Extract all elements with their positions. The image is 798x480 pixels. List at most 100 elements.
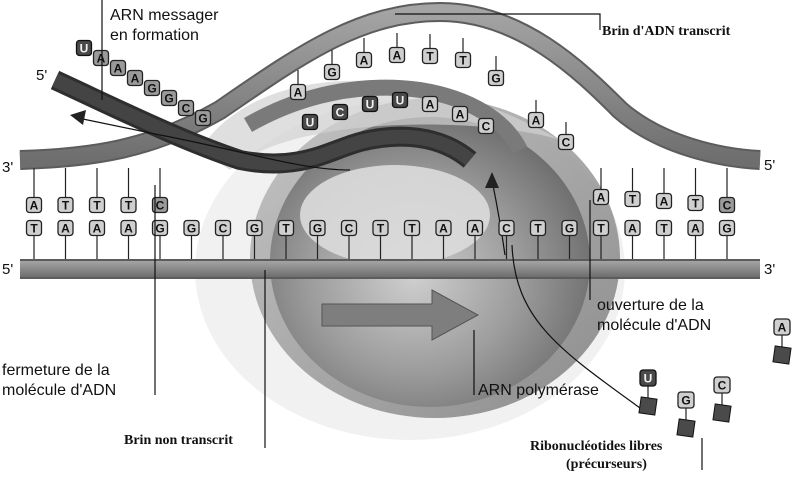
upper-left-base: A <box>25 196 43 214</box>
lower-strand-base-letter: G <box>565 222 574 236</box>
lower-strand-base: A <box>120 219 137 237</box>
lower-strand-base-letter: A <box>439 222 448 236</box>
template-exit-base: A <box>527 111 545 129</box>
upper-left-base-letter: T <box>62 199 70 213</box>
template-exit-base: C <box>557 133 575 151</box>
lower-strand-base: T <box>403 219 421 237</box>
lower-strand-base-letter: T <box>408 222 416 236</box>
lower-strand-base: G <box>183 219 200 237</box>
mrna-leading-base: C <box>177 99 195 117</box>
lower-strand-base-letter: A <box>61 222 70 236</box>
template-top-base-letter: A <box>393 49 402 63</box>
lower-strand-base-letter: G <box>250 222 259 236</box>
mrna-leading-base: U <box>75 39 93 57</box>
upper-right-base-letter: T <box>692 197 700 211</box>
free-nucleotide-phosphate <box>772 345 792 365</box>
bottom-left-5-prime: 5' <box>2 261 13 278</box>
lower-strand-base: A <box>466 219 484 237</box>
template-top-base: A <box>388 46 406 64</box>
lower-strand-base-letter: G <box>155 222 164 236</box>
template-exit-base-letter: A <box>532 114 541 128</box>
mrna-5-prime: 5' <box>36 67 47 84</box>
lower-strand-base: T <box>592 219 610 237</box>
mrna-leading-base-letter: G <box>198 112 207 126</box>
upper-left-base: T <box>120 196 137 214</box>
non-template-label: Brin non transcrit <box>124 433 233 448</box>
lower-strand-base: A <box>57 219 74 237</box>
template-top-base: G <box>487 69 505 87</box>
lower-strand-base: G <box>561 219 578 237</box>
mrna-new-base-letter: U <box>396 94 405 108</box>
free-nucleotide: A <box>773 318 791 336</box>
non-template-strand <box>20 259 760 279</box>
lower-strand-base-letter: G <box>313 222 322 236</box>
mrna-label-line2: en formation <box>110 27 199 44</box>
template-lower-base: C <box>477 117 495 135</box>
mrna-leading-base: A <box>109 59 127 77</box>
template-top-base: T <box>421 47 439 65</box>
lower-strand-base-letter: C <box>219 222 228 236</box>
template-inner-loop <box>244 79 528 154</box>
mrna-leading-base-letter: U <box>80 42 89 56</box>
template-top-base-letter: G <box>491 72 500 86</box>
lower-strand-base-letter: T <box>282 222 290 236</box>
template-top-base: A <box>355 51 373 69</box>
template-top-base-letter: A <box>294 86 303 100</box>
lower-strand-base-letter: T <box>660 222 668 236</box>
lower-strand-base: A <box>624 219 641 237</box>
free-nucleotides-label-line1: Ribonucléotides libres <box>530 439 663 454</box>
upper-left-base-letter: T <box>93 199 101 213</box>
mrna-leading-base-letter: G <box>164 92 173 106</box>
mrna-leading-base-letter: A <box>97 52 106 66</box>
strand-arrows <box>70 110 506 256</box>
upper-right-base: T <box>687 194 704 212</box>
lower-strand-base-letter: T <box>377 222 385 236</box>
template-top-base: T <box>454 51 472 69</box>
lower-strand-base: C <box>214 219 232 237</box>
free-nucleotide-phosphate <box>712 403 732 423</box>
lower-strand-base-letter: G <box>187 222 196 236</box>
free-nucleotide-letter: U <box>644 372 653 386</box>
lower-strand-base: G <box>718 219 736 237</box>
mrna-label-line1: ARN messager <box>110 7 219 24</box>
mrna-leading-base: A <box>92 49 110 67</box>
free-nucleotide: U <box>639 369 657 387</box>
mrna-leading-base-letter: G <box>147 82 156 96</box>
closing-label-line2: molécule d'ADN <box>2 382 116 399</box>
template-leader <box>395 13 601 30</box>
mrna-leading-base-letter: A <box>131 72 140 86</box>
template-strand <box>19 1 761 170</box>
template-lower-base: A <box>421 95 439 113</box>
template-strand-label: Brin d'ADN transcrit <box>602 24 731 39</box>
upper-left-base: C <box>151 196 169 214</box>
direction-arrow <box>321 289 480 341</box>
mrna-leading-base: G <box>143 79 161 97</box>
label-leaders <box>101 0 703 470</box>
upper-left-base-letter: A <box>30 199 39 213</box>
polymerase-label: ARN polymérase <box>478 382 599 399</box>
upper-right-base: A <box>655 192 673 210</box>
mrna-new-base-letter: C <box>336 106 345 120</box>
mrna-leading-base: G <box>194 109 212 127</box>
lower-strand-base-letter: C <box>345 222 354 236</box>
template-lower-base-letter: A <box>426 98 435 112</box>
top-left-3-prime: 3' <box>2 159 13 176</box>
mrna-leading-base: A <box>126 69 144 87</box>
template-lower-base-letter: A <box>456 108 465 122</box>
lower-strand-base: T <box>25 219 43 237</box>
upper-right-base: T <box>624 190 641 208</box>
free-nucleotide-letter: A <box>778 321 787 335</box>
lower-strand-base-letter: T <box>534 222 542 236</box>
mrna-new-base: U <box>301 113 319 131</box>
free-nucleotide-path <box>511 244 641 409</box>
lower-strand-base: T <box>655 219 673 237</box>
lower-strand-base: A <box>687 219 704 237</box>
mrna-leading-base-letter: A <box>114 62 123 76</box>
lower-strand-base: G <box>151 219 169 237</box>
lower-strand-base: C <box>340 219 358 237</box>
template-lower-base-letter: C <box>482 120 491 134</box>
free-nucleotide: C <box>713 376 731 394</box>
